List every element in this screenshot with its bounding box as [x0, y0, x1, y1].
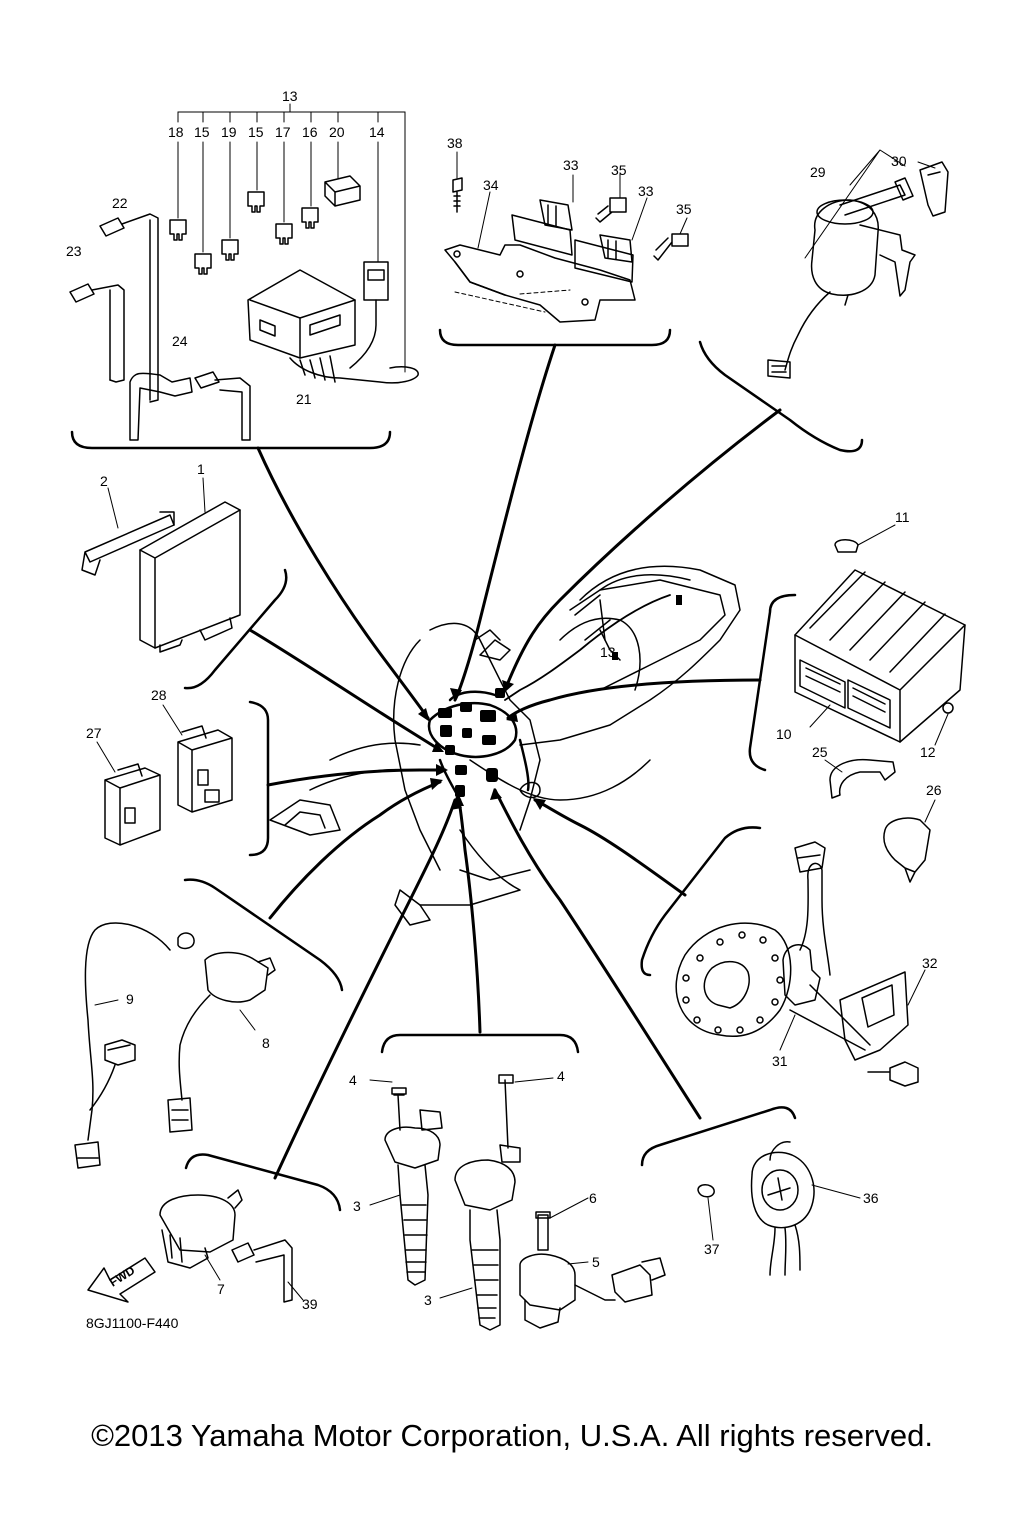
pickup-rotor — [676, 842, 918, 1086]
callout-3-upper: 3 — [353, 1198, 361, 1214]
relay-leaders — [455, 152, 687, 312]
callout-2: 2 — [100, 473, 108, 489]
callout-13-top: 13 — [282, 88, 298, 104]
callout-8: 8 — [262, 1035, 270, 1051]
main-switch — [768, 162, 948, 378]
vehicle-frame — [270, 566, 740, 925]
round-sensor — [698, 1142, 814, 1275]
callout-4-right: 4 — [557, 1068, 565, 1084]
sensor-wiring — [75, 923, 275, 1168]
copyright-notice: ©2013 Yamaha Motor Corporation, U.S.A. A… — [91, 1418, 933, 1453]
callout-10: 10 — [776, 726, 792, 742]
callout-5: 5 — [592, 1254, 600, 1270]
callout-19: 19 — [221, 124, 237, 140]
callout-16: 16 — [302, 124, 318, 140]
callout-35-top: 35 — [611, 162, 627, 178]
callout-11: 11 — [895, 509, 910, 525]
callout-24: 24 — [172, 333, 188, 349]
rectifier-leaders — [810, 525, 948, 745]
clamps — [830, 760, 930, 882]
callout-18: 18 — [168, 124, 184, 140]
callout-15-left: 15 — [194, 124, 210, 140]
coil-leaders — [370, 1078, 588, 1298]
callout-39: 39 — [302, 1296, 318, 1312]
fuse-box — [248, 262, 418, 383]
callout-26: 26 — [926, 782, 942, 798]
callout-12: 12 — [920, 744, 936, 760]
callout-13-center: 13 — [600, 644, 616, 660]
callout-23: 23 — [66, 243, 82, 259]
callout-3-lower: 3 — [424, 1292, 432, 1308]
relay-pair — [105, 726, 232, 845]
callout-9: 9 — [126, 991, 134, 1007]
callout-33-right: 33 — [638, 183, 654, 199]
switch-leaders — [805, 150, 935, 258]
callout-27: 27 — [86, 725, 102, 741]
callout-17: 17 — [275, 124, 291, 140]
sensor-leaders — [95, 1000, 255, 1030]
pickup-leaders — [780, 970, 925, 1050]
round-sensor-leaders — [708, 1185, 860, 1240]
callout-38: 38 — [447, 135, 463, 151]
callout-15-right: 15 — [248, 124, 264, 140]
callout-37: 37 — [704, 1241, 720, 1257]
callout-labels: 13 18 15 19 15 17 16 20 14 22 23 24 21 3… — [66, 88, 942, 1331]
callout-29: 29 — [810, 164, 826, 180]
callout-1: 1 — [197, 461, 205, 477]
cable-band-39 — [232, 1240, 292, 1302]
leader-lines — [250, 345, 780, 1178]
callout-25: 25 — [812, 744, 828, 760]
cable-bands — [70, 214, 250, 440]
ecu-leaders — [108, 478, 205, 528]
harness-connectors — [438, 595, 682, 797]
callout-35-right: 35 — [676, 201, 692, 217]
small-leaders — [205, 1255, 303, 1300]
callout-22: 22 — [112, 195, 128, 211]
callout-4-left: 4 — [349, 1072, 357, 1088]
relay-pair-leaders — [97, 705, 182, 772]
callout-28: 28 — [151, 687, 167, 703]
leader-arrowheads — [418, 680, 546, 810]
callout-34: 34 — [483, 177, 499, 193]
fwd-arrow — [88, 1258, 155, 1302]
callout-30: 30 — [891, 153, 907, 169]
ecu-unit — [82, 502, 240, 652]
clamp-leaders — [825, 760, 935, 822]
callout-tree-13 — [178, 104, 405, 372]
pressure-switch — [160, 1190, 242, 1268]
diagram-code: 8GJ1100-F440 — [86, 1315, 179, 1331]
callout-21: 21 — [296, 391, 312, 407]
relay-bracket — [445, 178, 688, 322]
callout-36: 36 — [863, 1190, 879, 1206]
callout-7: 7 — [217, 1281, 225, 1297]
blade-fuses — [170, 176, 360, 274]
callout-20: 20 — [329, 124, 345, 140]
callout-32: 32 — [922, 955, 938, 971]
callout-33-left: 33 — [563, 157, 579, 173]
callout-31: 31 — [772, 1053, 788, 1069]
callout-14: 14 — [369, 124, 385, 140]
callout-6: 6 — [589, 1190, 597, 1206]
rectifier-regulator — [795, 540, 965, 742]
